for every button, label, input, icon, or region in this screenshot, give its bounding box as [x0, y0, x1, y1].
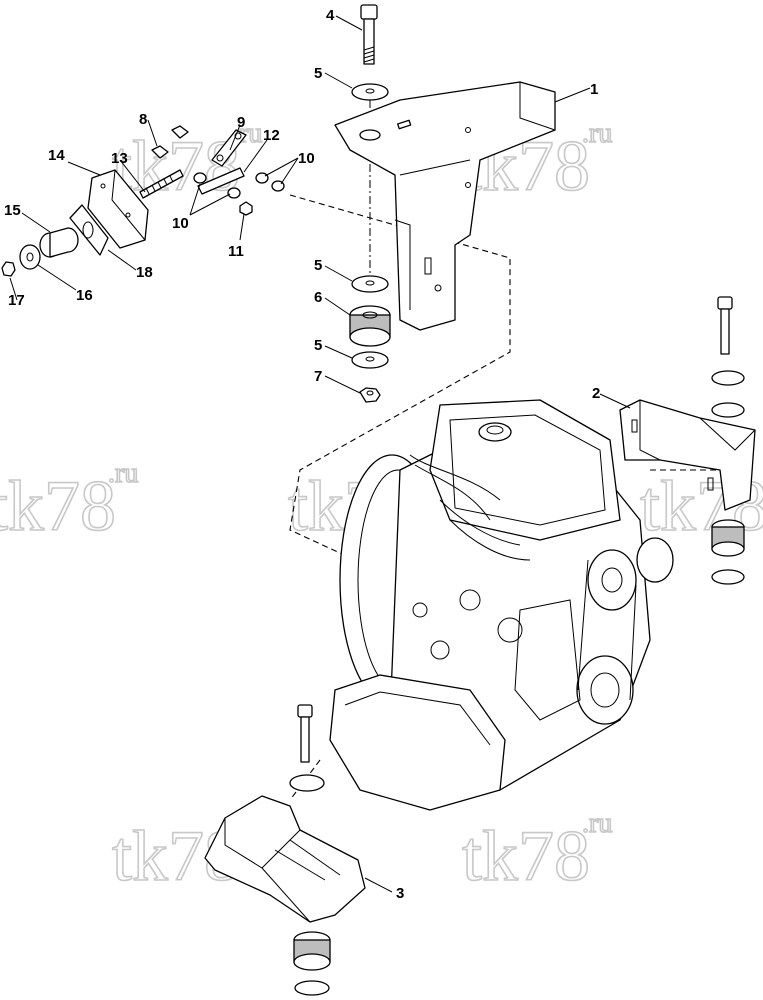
callout-10: 10	[172, 215, 189, 232]
callout-5: 5	[314, 337, 322, 354]
bolt-right	[717, 296, 733, 355]
watermark-suffix: .ru	[108, 458, 138, 489]
callout-11: 11	[228, 243, 244, 260]
damper-assembly	[1, 125, 285, 277]
watermark-text: tk78	[0, 466, 116, 546]
callout-8: 8	[139, 111, 147, 128]
watermark-suffix: .ru	[582, 808, 612, 839]
washer-5	[351, 275, 389, 293]
bolt-lower	[297, 704, 313, 763]
rubber-mount-lower	[293, 931, 331, 996]
callout-9: 9	[237, 114, 245, 131]
engine	[329, 399, 674, 811]
washer-5	[351, 83, 389, 101]
bracket-upper	[334, 81, 556, 331]
watermark-suffix: .ru	[582, 118, 612, 149]
rubber-mount-6	[349, 305, 391, 347]
watermark: tk78 .ru	[461, 807, 613, 897]
callout-2: 2	[592, 385, 600, 402]
callout-7: 7	[314, 368, 322, 385]
washer-right	[711, 370, 745, 418]
callout-5: 5	[314, 257, 322, 274]
callout-1: 1	[590, 81, 598, 98]
callout-16: 16	[76, 287, 93, 304]
callout-15: 15	[4, 202, 21, 219]
washer-5	[351, 351, 389, 369]
callout-4: 4	[326, 7, 335, 24]
callout-18: 18	[136, 264, 153, 281]
washer-lower	[289, 774, 325, 792]
rubber-mount-right	[711, 519, 745, 585]
bolt-4	[360, 4, 378, 65]
callout-17: 17	[8, 292, 25, 309]
callout-10: 10	[298, 150, 315, 167]
callout-12: 12	[263, 127, 280, 144]
callout-5: 5	[314, 65, 322, 82]
callouts: 1 2 3 4 5 5 5 6 7 8 9 10 10 11 12 13 14 …	[4, 7, 600, 902]
callout-leaders	[9, 15, 631, 893]
callout-14: 14	[48, 147, 65, 164]
bracket-right	[619, 399, 756, 511]
watermark-text: tk78	[462, 816, 590, 896]
bracket-lower	[204, 795, 366, 923]
watermark: tk78 .ru	[0, 457, 139, 547]
callout-3: 3	[396, 885, 404, 902]
callout-13: 13	[111, 150, 128, 167]
nut-7	[359, 387, 381, 403]
callout-6: 6	[314, 289, 322, 306]
